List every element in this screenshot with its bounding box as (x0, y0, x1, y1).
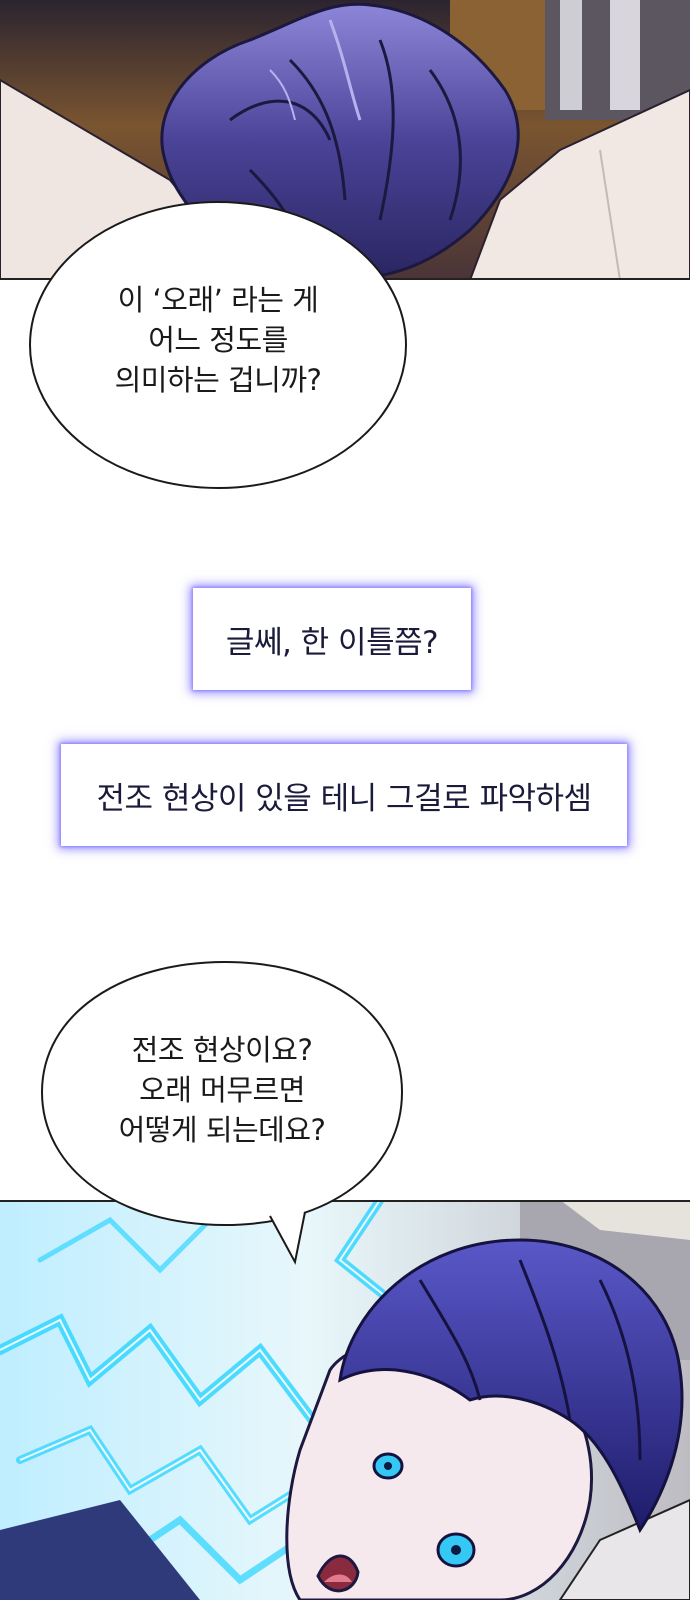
system-message-box-1: 글쎄, 한 이틀쯤? (193, 588, 471, 690)
bubble1-line-2: 어느 정도를 (148, 323, 288, 357)
top-manga-panel (0, 0, 690, 280)
boy-startled-illustration (0, 1200, 690, 1600)
bubble2-line-2: 오래 머무르면 (139, 1073, 305, 1107)
speech-bubble-1 (29, 201, 407, 489)
bubble1-line-3: 의미하는 겁니까? (114, 363, 322, 397)
bottom-manga-panel (0, 1200, 690, 1600)
speech-bubble-2-text: 전조 현상이요? 오래 머무르면 어떻게 되는데요? (42, 1030, 402, 1150)
bubble1-line-1: 이 ‘오래’ 라는 게 (117, 283, 319, 317)
bubble2-line-1: 전조 현상이요? (131, 1033, 313, 1067)
speech-bubble-1-text: 이 ‘오래’ 라는 게 어느 정도를 의미하는 겁니까? (40, 280, 396, 400)
system-message-2-text: 전조 현상이 있을 테니 그걸로 파악하셈 (96, 780, 592, 817)
bubble2-line-3: 어떻게 되는데요? (118, 1113, 326, 1147)
system-message-1-text: 글쎄, 한 이틀쯤? (225, 624, 439, 661)
boy-head-illustration (0, 0, 690, 280)
system-message-box-2: 전조 현상이 있을 테니 그걸로 파악하셈 (61, 744, 627, 846)
